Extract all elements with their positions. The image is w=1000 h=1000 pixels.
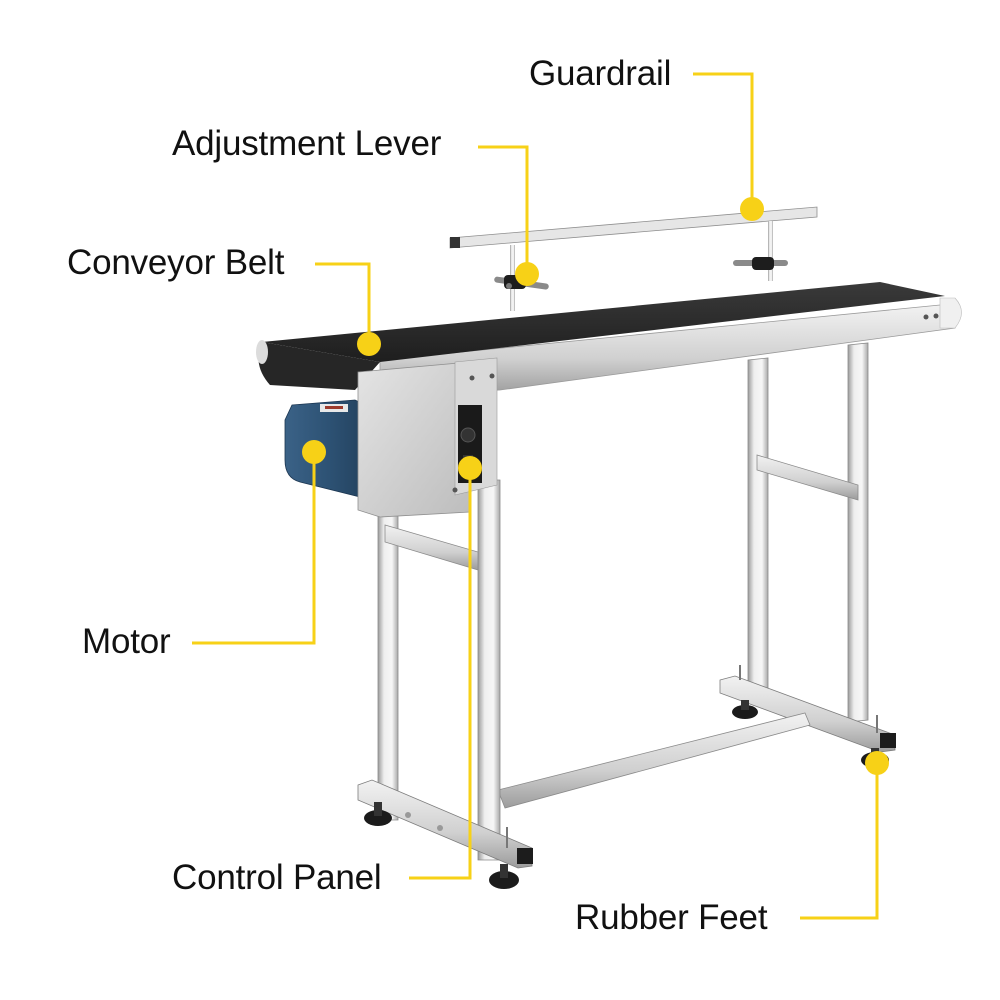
callout-dots: [302, 197, 889, 775]
label-rubber-feet: Rubber Feet: [575, 898, 768, 937]
belt-roller: [258, 342, 380, 390]
adjustment-lever: [494, 257, 788, 290]
callout-lines: [192, 72, 879, 920]
label-motor: Motor: [82, 622, 171, 661]
label-adjustment-lever: Adjustment Lever: [172, 124, 442, 163]
bottom-cross-bar: [497, 712, 811, 809]
left-leg-frame: [357, 479, 533, 889]
label-conveyor-belt: Conveyor Belt: [67, 243, 285, 282]
conveyor-belt: [262, 282, 945, 362]
control-box: [357, 357, 498, 518]
label-control-panel: Control Panel: [172, 858, 382, 897]
label-guardrail: Guardrail: [529, 54, 672, 93]
right-leg-frame: [719, 342, 896, 768]
